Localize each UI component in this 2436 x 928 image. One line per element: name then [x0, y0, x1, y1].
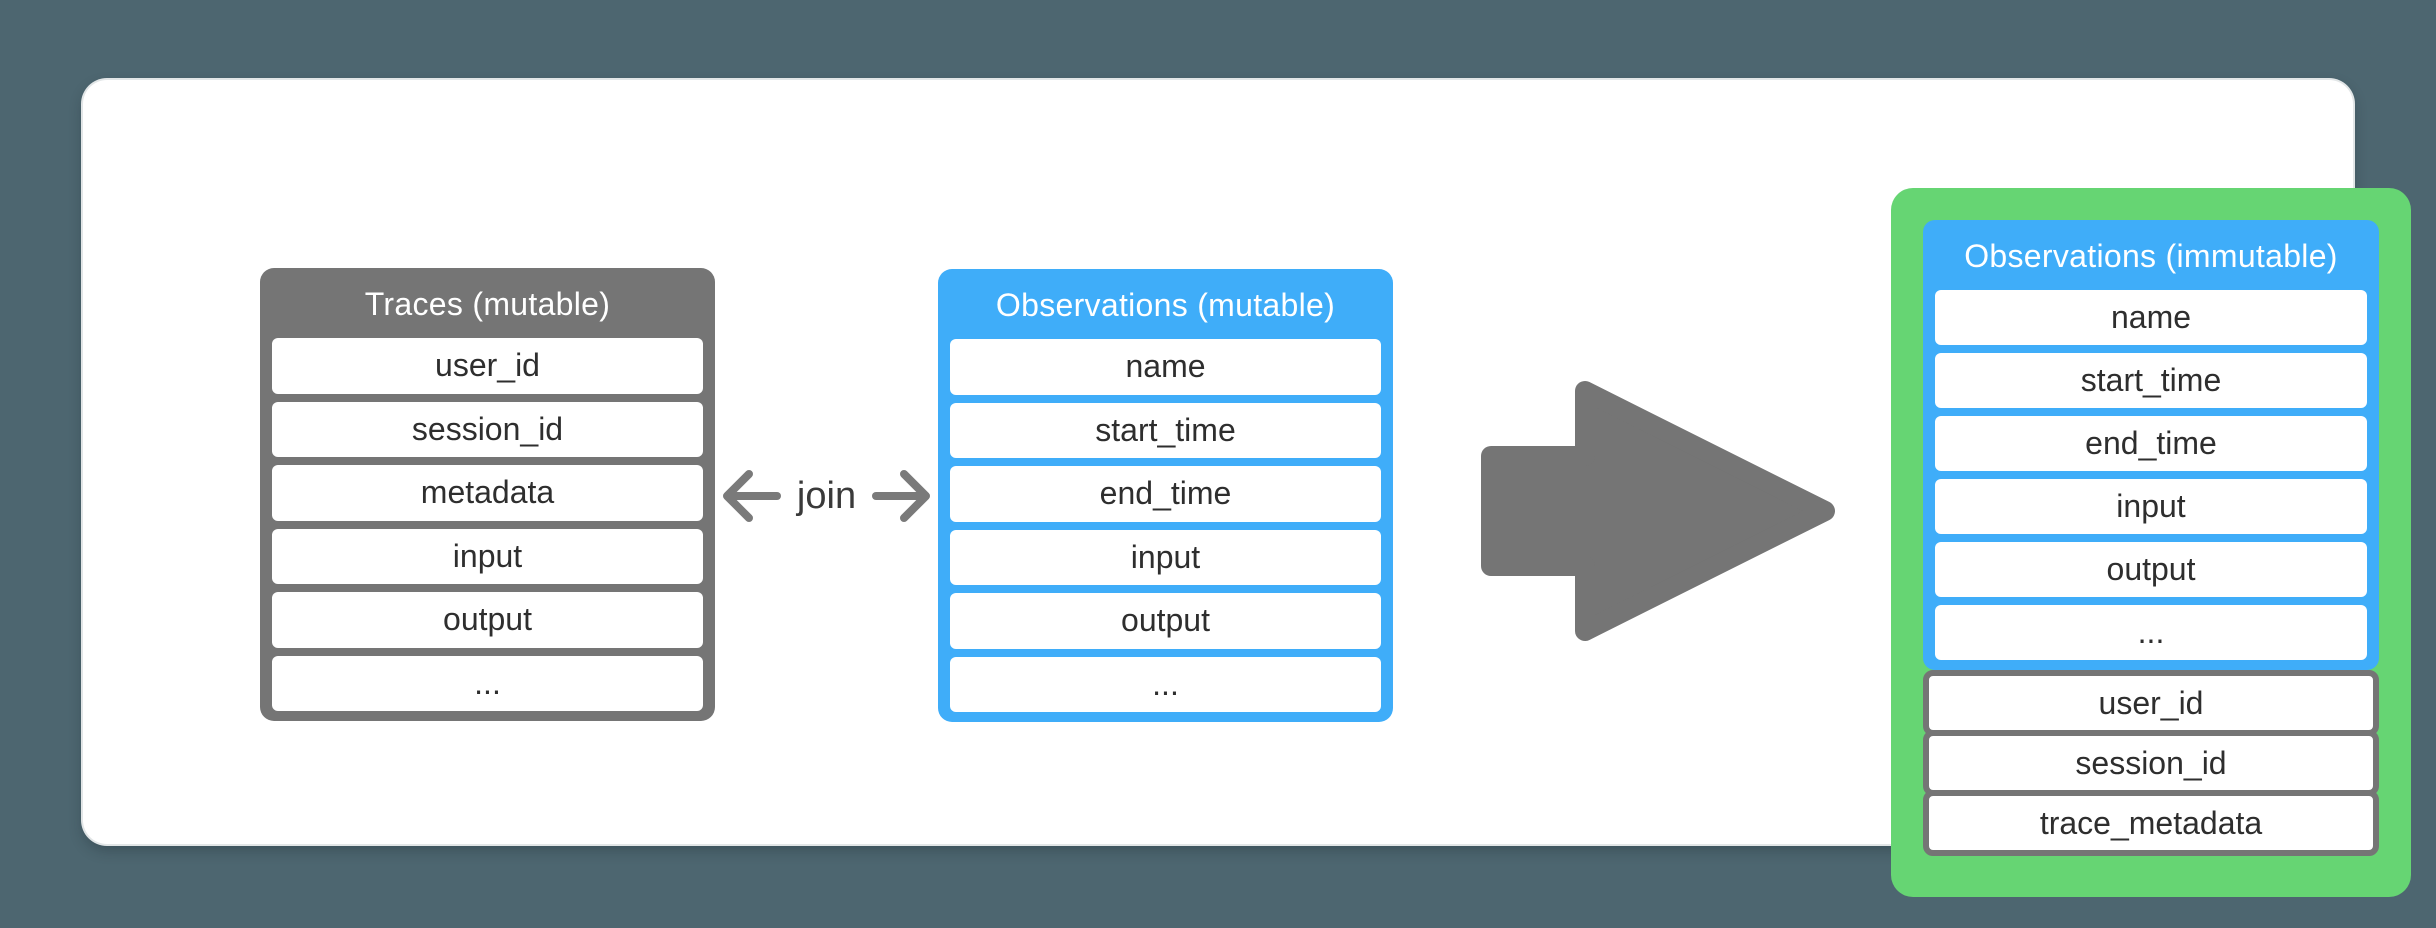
- table-row: trace_metadata: [1923, 790, 2379, 856]
- observations-immutable-table: Observations (immutable) name start_time…: [1923, 220, 2379, 670]
- observations-mutable-title: Observations (mutable): [995, 286, 1336, 323]
- table-row: name: [1935, 290, 2367, 345]
- table-row: input: [1935, 479, 2367, 534]
- table-row: output: [950, 593, 1381, 649]
- table-row: user_id: [272, 338, 703, 394]
- join-connector: join: [715, 464, 938, 528]
- table-row: output: [1935, 542, 2367, 597]
- diagram-card: Traces (mutable) user_id session_id meta…: [83, 80, 2411, 897]
- table-row: metadata: [272, 465, 703, 521]
- table-row: session_id: [1923, 730, 2379, 796]
- arrow-left-icon: [722, 470, 781, 522]
- table-row: end_time: [950, 466, 1381, 522]
- table-row: ...: [272, 655, 703, 711]
- table-row: session_id: [272, 401, 703, 457]
- table-row: ...: [950, 656, 1381, 712]
- table-row: start_time: [1935, 353, 2367, 408]
- arrow-right-icon: [872, 470, 931, 522]
- table-row: input: [950, 529, 1381, 585]
- table-row: input: [272, 528, 703, 584]
- block-arrow-right-icon: [1481, 381, 1835, 641]
- table-row: ...: [1935, 605, 2367, 660]
- join-label: join: [796, 475, 857, 517]
- joined-trace-fields-group: user_id session_id trace_metadata: [1923, 670, 2379, 856]
- traces-table: Traces (mutable) user_id session_id meta…: [260, 268, 715, 721]
- table-row: user_id: [1923, 670, 2379, 736]
- table-row: start_time: [950, 402, 1381, 458]
- traces-table-title: Traces (mutable): [364, 285, 611, 322]
- table-row: name: [950, 339, 1381, 395]
- observations-immutable-title: Observations (immutable): [1964, 237, 2338, 274]
- observations-mutable-table: Observations (mutable) name start_time e…: [938, 269, 1393, 722]
- immutable-highlight-container: Observations (immutable) name start_time…: [1891, 188, 2411, 897]
- table-row: end_time: [1935, 416, 2367, 471]
- table-row: output: [272, 592, 703, 648]
